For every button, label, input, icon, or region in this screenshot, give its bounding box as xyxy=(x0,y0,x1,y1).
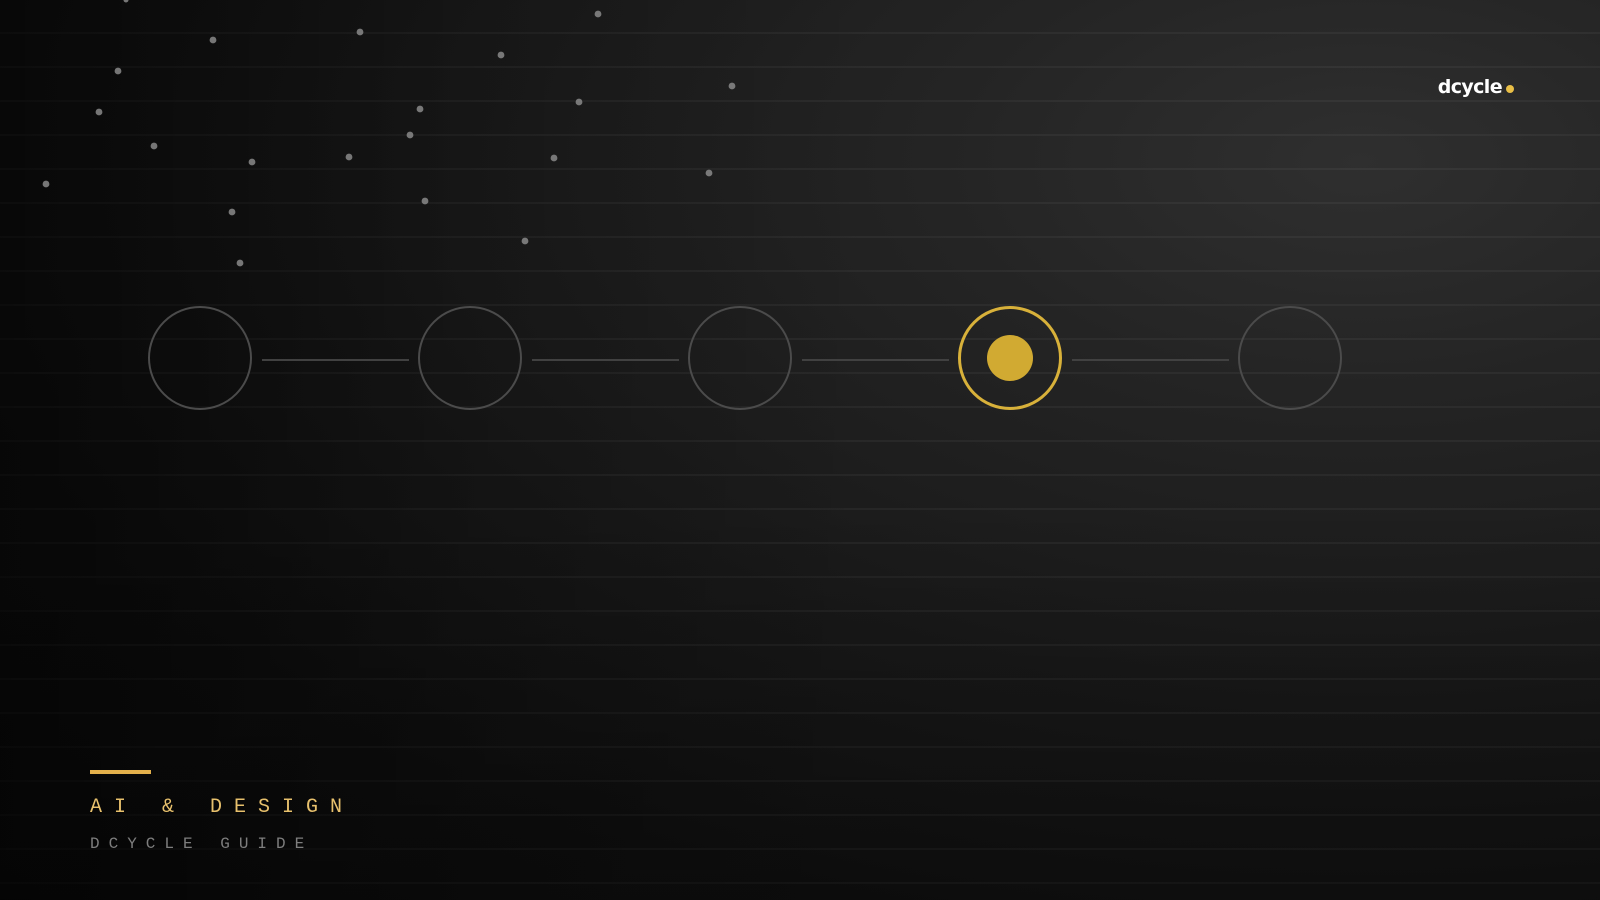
particle-dot xyxy=(123,0,129,3)
brand-name: dcycle xyxy=(1437,76,1503,98)
particle-dot xyxy=(95,108,103,116)
particle-dot xyxy=(521,237,529,245)
brand-dot-icon xyxy=(1506,84,1514,93)
step-5[interactable] xyxy=(1238,306,1342,410)
particle-dot xyxy=(497,51,505,59)
slide-footer: AI & DESIGN DCYCLE GUIDE xyxy=(90,770,354,852)
particle-dot xyxy=(150,142,158,150)
step-2[interactable] xyxy=(418,306,522,410)
particle-dot xyxy=(236,259,244,267)
brand-logo: dcycle xyxy=(1438,78,1514,97)
step-3[interactable] xyxy=(688,306,792,410)
particle-dot xyxy=(705,169,713,177)
particle-dot xyxy=(575,98,583,106)
particle-dot xyxy=(406,131,414,139)
slide-title: AI & DESIGN xyxy=(90,796,355,819)
particle-dot xyxy=(728,82,736,90)
particle-dot xyxy=(356,28,364,36)
particle-dot xyxy=(228,208,236,216)
particle-dot xyxy=(209,36,217,44)
accent-bar xyxy=(90,770,151,774)
slide-subtitle: DCYCLE GUIDE xyxy=(90,835,314,853)
particle-dot xyxy=(42,180,50,188)
active-step-indicator xyxy=(987,335,1033,381)
particle-dot xyxy=(114,67,122,75)
step-1[interactable] xyxy=(148,306,252,410)
particle-dot xyxy=(594,10,602,18)
particle-dot xyxy=(248,158,256,166)
particle-dot xyxy=(550,154,558,162)
step-4-active[interactable] xyxy=(958,306,1062,410)
particle-dot xyxy=(416,105,424,113)
particle-dot xyxy=(345,153,353,161)
particle-dot xyxy=(421,197,429,205)
